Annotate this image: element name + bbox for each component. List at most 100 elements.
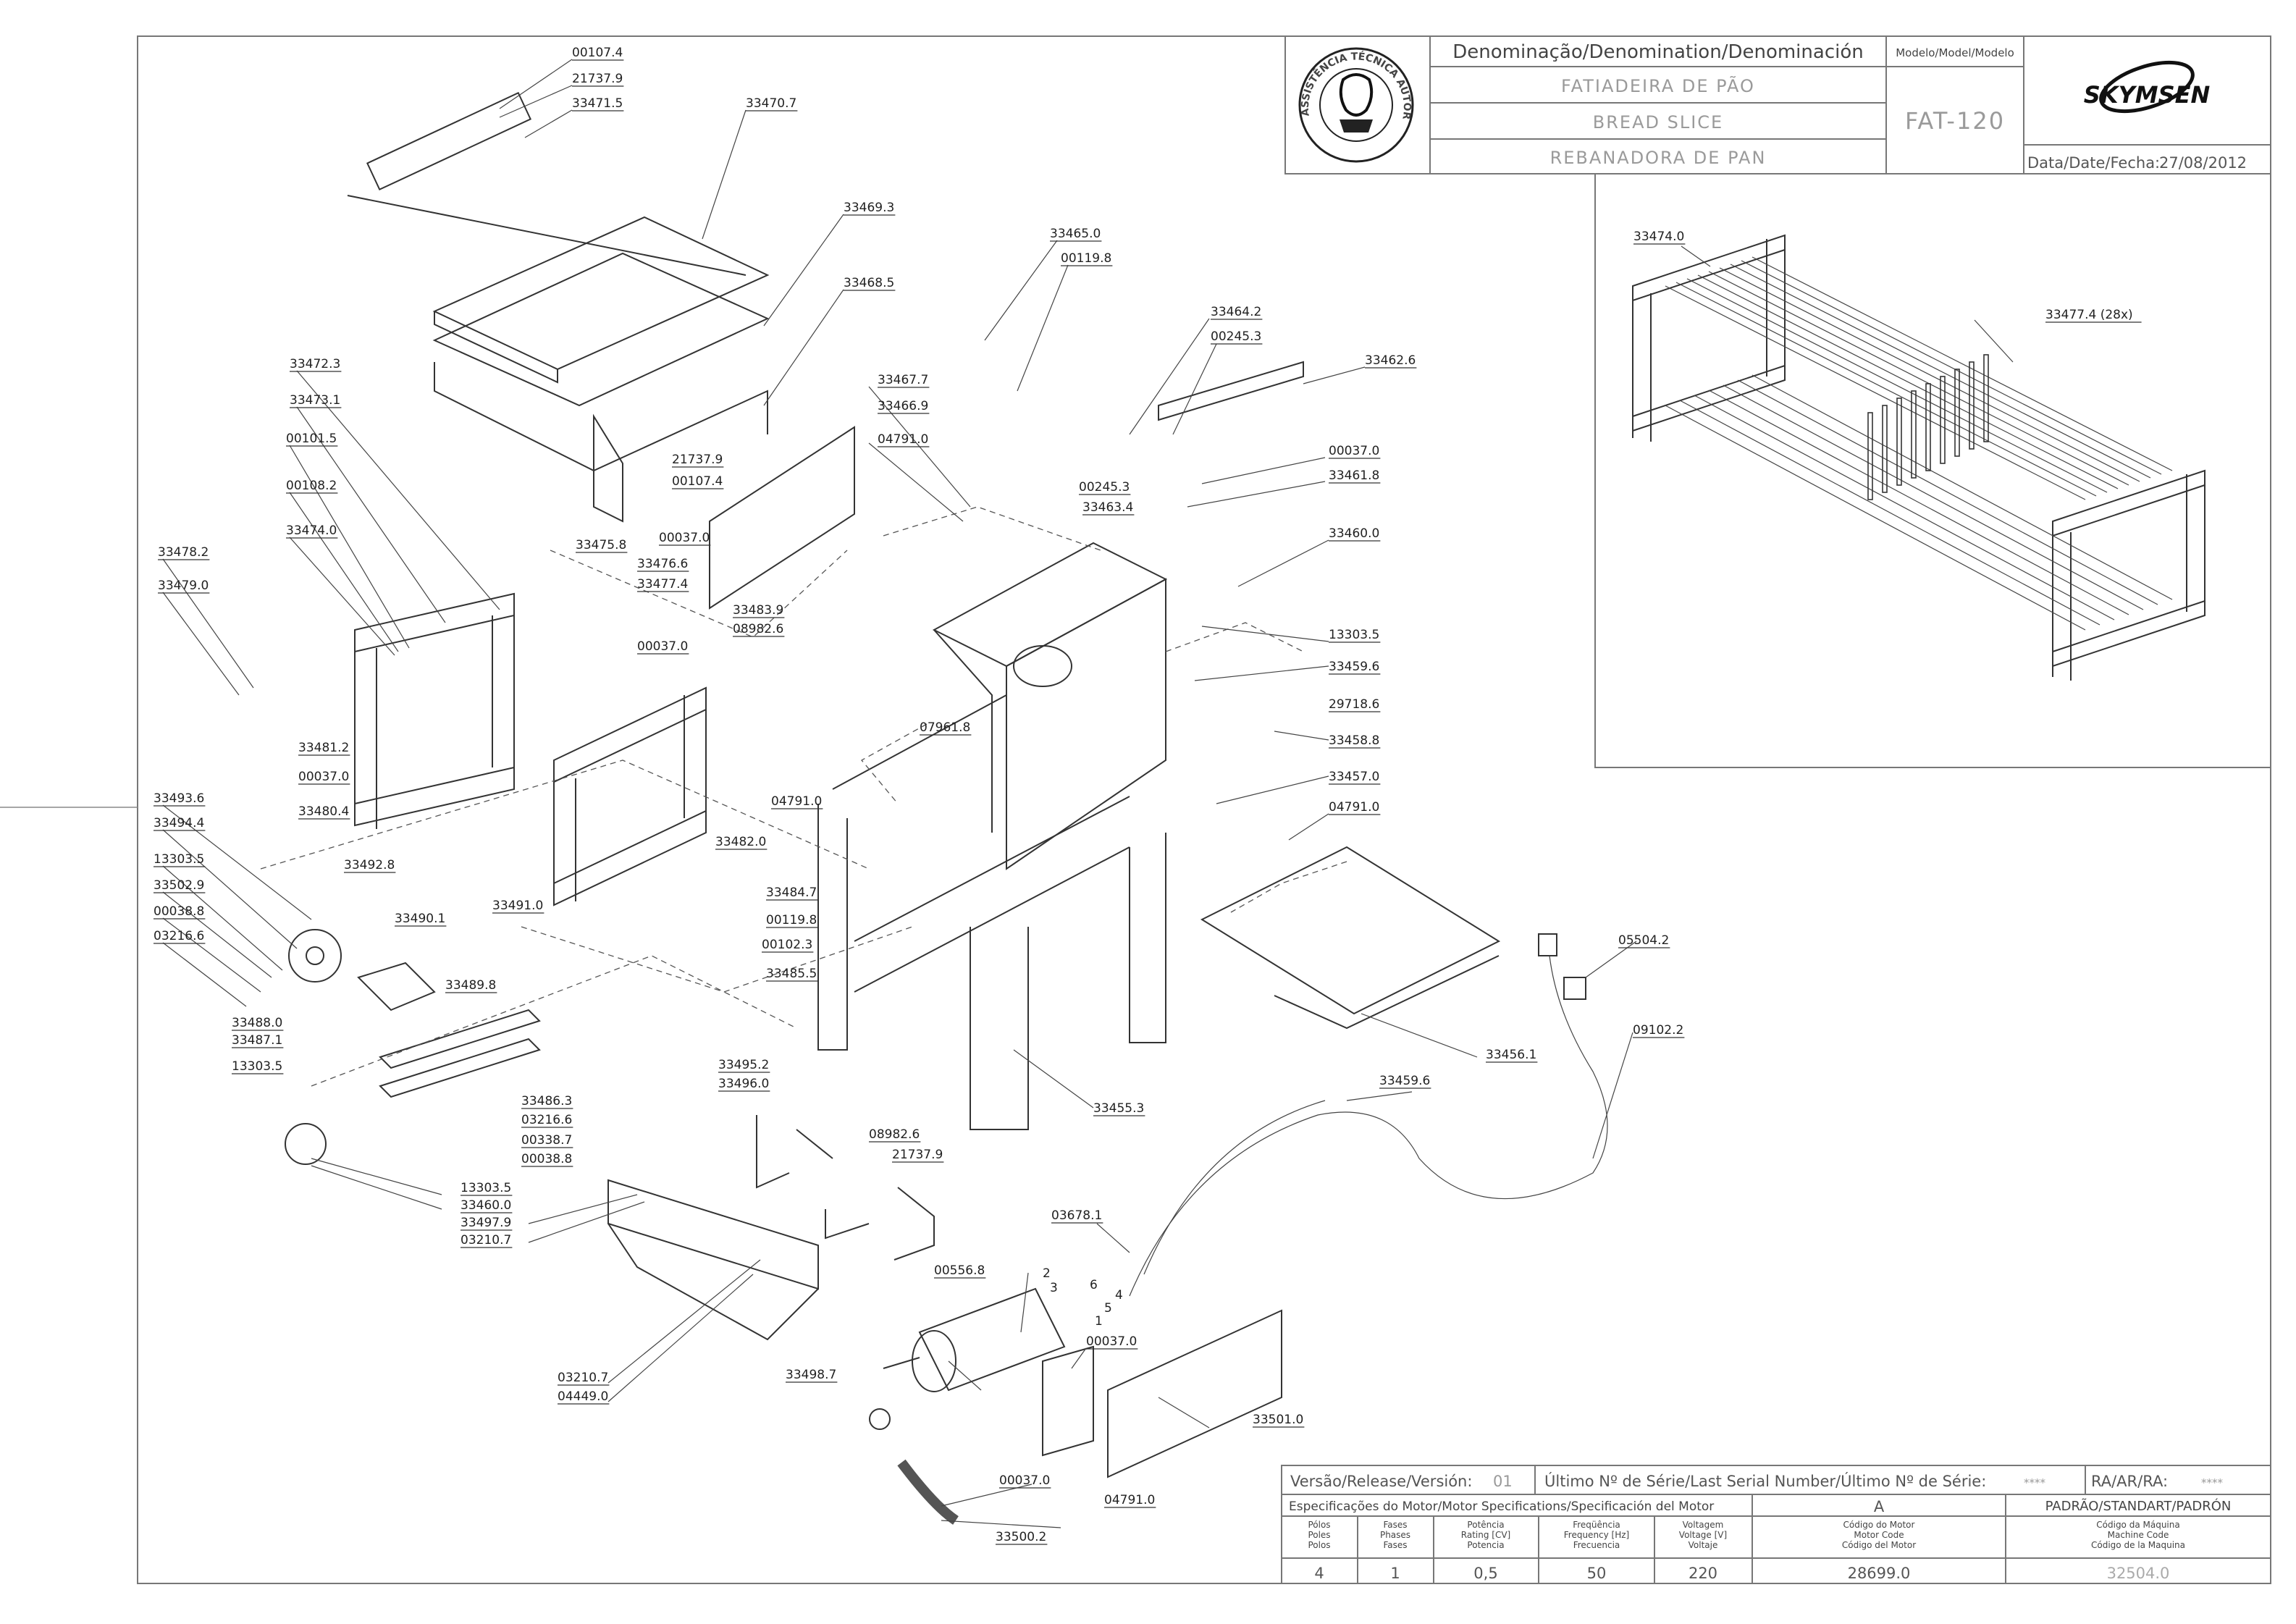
name-portuguese: FATIADEIRA DE PÃO: [1561, 75, 1755, 96]
main-exploded-assembly: [260, 91, 1608, 1525]
part-number-label: 00245.3: [1079, 480, 1130, 495]
serial-label: Último Nº de Série/Last Serial Number/Úl…: [1544, 1472, 1986, 1490]
part-number-label: 33463.4: [1082, 500, 1133, 515]
part-number-label: 13303.5: [1329, 628, 1379, 642]
part-number-label: 33461.8: [1329, 468, 1379, 483]
part-number-label: 33497.9: [461, 1216, 511, 1230]
wire-number: 5: [1104, 1301, 1112, 1316]
part-number-label: 00107.4: [672, 474, 723, 489]
spec-column-value: 220: [1689, 1565, 1717, 1582]
name-english: BREAD SLICE: [1593, 112, 1723, 132]
spec-column-header: Pólos: [1308, 1520, 1330, 1530]
part-number-label: 33474.0: [1633, 230, 1684, 244]
part-number-label: 33496.0: [718, 1077, 769, 1091]
part-number-label: 33484.7: [766, 885, 817, 900]
part-number-label: 00107.4: [572, 46, 623, 60]
part-number-label: 08982.6: [733, 622, 783, 636]
part-number-label: 04791.0: [771, 794, 822, 809]
part-number-label: 33487.1: [232, 1033, 282, 1048]
part-number-label: 33460.0: [1329, 526, 1379, 541]
part-number-label: 00037.0: [999, 1473, 1050, 1488]
wire-number: 1: [1095, 1314, 1103, 1329]
spec-column-header: Rating [CV]: [1461, 1530, 1510, 1540]
part-number-label: 21737.9: [572, 72, 623, 86]
part-number-label: 13303.5: [461, 1181, 511, 1195]
part-number-label: 33502.9: [154, 878, 204, 893]
part-number-label: 33494.4: [154, 816, 204, 830]
date-value: 27/08/2012: [2159, 154, 2247, 172]
part-number-label: 03210.7: [461, 1233, 511, 1248]
part-number-label: 33465.0: [1050, 227, 1101, 241]
part-number-label: 33458.8: [1329, 733, 1379, 748]
release-label: Versão/Release/Versión:: [1290, 1473, 1472, 1490]
part-number-label: 33470.7: [746, 96, 796, 111]
spec-column-header: Voltaje: [1689, 1540, 1718, 1550]
part-number-label: 03210.7: [558, 1371, 608, 1385]
part-number-label: 33476.6: [637, 557, 688, 571]
spec-column-header: Poles: [1308, 1530, 1330, 1540]
part-number-label: 33489.8: [445, 978, 496, 993]
part-number-label: 00119.8: [1061, 251, 1111, 266]
part-number-label: 33471.5: [572, 96, 623, 111]
part-number-label: 33477.4 (28x): [2045, 308, 2133, 322]
denomination-header: Denominação/Denomination/Denominación: [1452, 41, 1863, 63]
skymsen-logo: SKYMSEN: [2084, 60, 2211, 114]
spec-columns: PólosPolesPolos4FasesPhasesFases1Potênci…: [1308, 1520, 2185, 1582]
spec-column-header: Voltagem: [1683, 1520, 1724, 1530]
part-number-label: 00037.0: [637, 639, 688, 654]
part-number-label: 00108.2: [286, 479, 337, 493]
wire-number: 4: [1115, 1288, 1123, 1303]
part-number-label: 33468.5: [844, 276, 894, 290]
motor-specification-block: Versão/Release/Versión: 01 Último Nº de …: [1281, 1465, 2271, 1584]
title-block: ASSISTÊNCIA TÉCNICA AUTORIZADA Denominaç…: [0, 0, 2271, 174]
release-value: 01: [1493, 1473, 1513, 1490]
part-number-label: 03216.6: [521, 1113, 572, 1127]
part-number-label: 29718.6: [1329, 697, 1379, 712]
part-number-label: 00245.3: [1211, 329, 1261, 344]
part-number-label: 21737.9: [892, 1148, 943, 1162]
part-number-label: 33478.2: [158, 545, 209, 560]
spec-column-header: Machine Code: [2108, 1530, 2169, 1540]
spec-column-header: Freqüência: [1573, 1520, 1620, 1530]
part-labels: 00107.4 21737.9 33471.5 33470.7 33469.3 33468…: [154, 46, 2142, 1545]
part-number-label: 33488.0: [232, 1016, 282, 1030]
part-number-label: 21737.9: [672, 453, 723, 467]
spec-column-header: Código de la Maquina: [2091, 1540, 2185, 1550]
spec-column-header: Código del Motor: [1842, 1540, 1916, 1550]
part-number-label: 00338.7: [521, 1133, 572, 1148]
part-number-label: 33475.8: [576, 538, 626, 552]
svg-text:SKYMSEN: SKYMSEN: [2084, 81, 2211, 109]
part-number-label: 13303.5: [232, 1059, 282, 1074]
part-number-label: 33466.9: [878, 399, 928, 413]
part-number-label: 33467.7: [878, 373, 928, 387]
part-number-label: 00556.8: [934, 1263, 985, 1278]
standard-label: PADRÃO/STANDART/PADRÓN: [2045, 1498, 2232, 1514]
spec-column-header: Frecuencia: [1573, 1540, 1620, 1550]
spec-column-header: Código do Motor: [1843, 1520, 1915, 1530]
part-number-label: 33473.1: [290, 393, 340, 408]
wire-number: 6: [1090, 1278, 1098, 1292]
serial-value: ****: [2024, 1476, 2046, 1489]
part-number-label: 33469.3: [844, 201, 894, 215]
part-number-label: 33472.3: [290, 357, 340, 371]
spec-column-value: 50: [1587, 1565, 1607, 1582]
spec-column-value: 28699.0: [1848, 1565, 1911, 1582]
part-number-label: 33479.0: [158, 579, 209, 593]
part-number-label: 33490.1: [395, 912, 445, 926]
spec-column-header: Phases: [1380, 1530, 1410, 1540]
part-number-label: 00038.8: [521, 1152, 572, 1166]
spec-column-header: Motor Code: [1854, 1530, 1904, 1540]
part-number-label: 00101.5: [286, 432, 337, 446]
spec-column-header: Frequency [Hz]: [1564, 1530, 1630, 1540]
part-number-label: 33456.1: [1486, 1048, 1536, 1062]
part-number-label: 13303.5: [154, 852, 204, 867]
part-number-label: 33477.4: [637, 577, 688, 592]
part-number-label: 33482.0: [715, 835, 766, 849]
spec-column-header: Fases: [1383, 1520, 1407, 1530]
part-number-label: 33462.6: [1365, 353, 1416, 368]
part-number-label: 03678.1: [1051, 1208, 1102, 1223]
part-number-label: 00037.0: [1086, 1334, 1137, 1349]
part-number-label: 33464.2: [1211, 305, 1261, 319]
